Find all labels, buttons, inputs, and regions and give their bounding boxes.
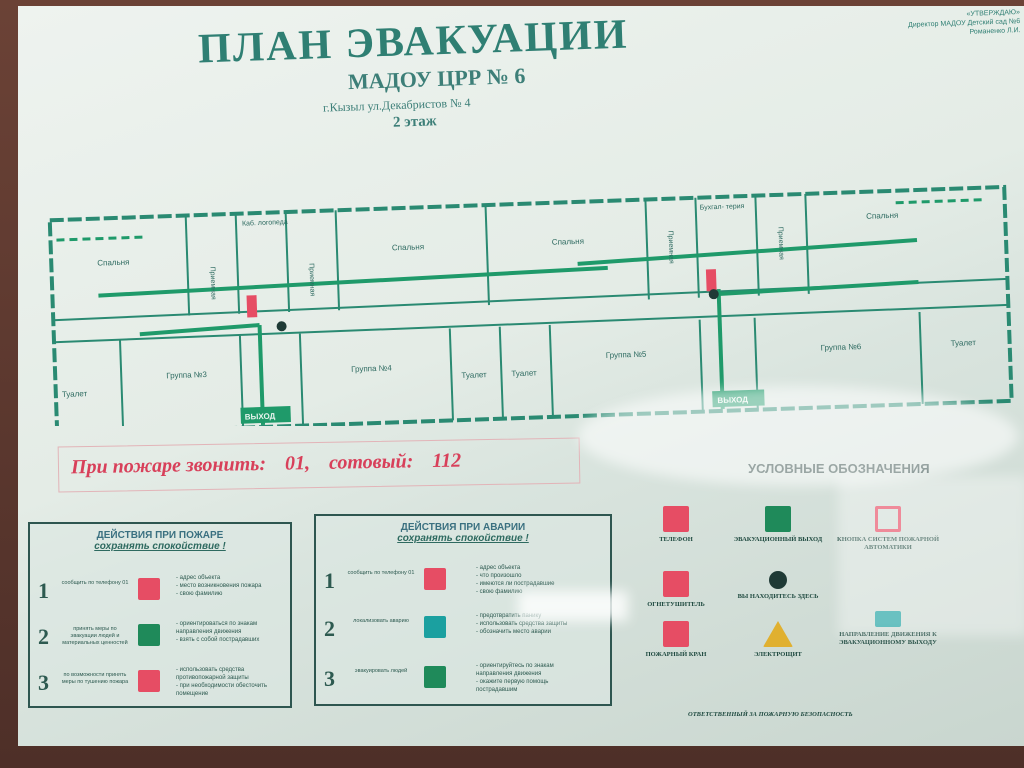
room-label: Группа №3 xyxy=(166,370,207,380)
floor-label: 2 этаж xyxy=(392,113,437,131)
step-number: 1 xyxy=(38,578,49,603)
approval-stamp: «УТВЕРЖДАЮ» Директор МАДОУ Детский сад №… xyxy=(907,8,1021,39)
action-step: 3 по возможности принять меры по тушению… xyxy=(30,662,290,712)
exit-label: ВЫХОД xyxy=(245,412,276,422)
step-text: - адрес объекта- что произошло- имеются … xyxy=(476,565,555,595)
outer-wall xyxy=(47,184,1014,426)
panel-subtitle: сохранять спокойствие ! xyxy=(94,541,226,552)
hazard-icon xyxy=(424,616,446,638)
legend-item: КНОПКА СИСТЕМ ПОЖАРНОЙ АВТОМАТИКИ xyxy=(828,506,948,552)
exit-sign-icon xyxy=(138,624,160,646)
room-label: Туалет xyxy=(62,389,88,399)
legend-item: ЭЛЕКТРОЩИТ xyxy=(718,621,838,659)
step-label: сообщить по телефону 01 xyxy=(61,580,129,586)
step-label: принять меры по эвакуации людей и матери… xyxy=(62,626,128,646)
step-number: 1 xyxy=(324,568,335,593)
exit-sign-icon xyxy=(424,666,446,688)
fire-extinguisher-icon xyxy=(138,670,160,692)
fire-hydrant-icon xyxy=(663,621,689,647)
panel-subtitle: сохранять спокойствие ! xyxy=(397,533,529,544)
room-label: Группа №5 xyxy=(606,350,647,360)
panel-title: ДЕЙСТВИЯ ПРИ АВАРИИ xyxy=(400,522,526,533)
phone-icon xyxy=(138,578,160,600)
room-label: Группа №6 xyxy=(821,342,862,352)
room-label: Туалет xyxy=(461,370,487,380)
evacuation-plan-sheet: ПЛАН ЭВАКУАЦИИ МАДОУ ЦРР № 6 г.Кызыл ул.… xyxy=(18,6,1024,746)
room-label: Приемная xyxy=(667,231,675,265)
emergency-exit-icon xyxy=(765,506,791,532)
mobile-number: 112 xyxy=(432,449,462,473)
legend-item: НАПРАВЛЕНИЕ ДВИЖЕНИЯ К ЭВАКУАЦИОННОМУ ВЫ… xyxy=(828,611,948,647)
you-are-here-icon xyxy=(708,289,719,300)
action-step: 1 сообщить по телефону 01 - адрес объект… xyxy=(316,560,610,610)
alarm-button-icon xyxy=(875,506,901,532)
direction-arrow-icon xyxy=(875,611,901,627)
phone-icon xyxy=(424,568,446,590)
exit-label: ВЫХОД xyxy=(717,395,748,405)
room-label: Спальня xyxy=(552,237,584,247)
room-label: Спальня xyxy=(97,258,129,268)
room-label: Приемная xyxy=(208,267,216,301)
step-number: 2 xyxy=(324,616,335,641)
room-label: Группа №4 xyxy=(351,363,392,373)
action-step: 1 сообщить по телефону 01 - адрес объект… xyxy=(30,570,290,620)
evacuation-route xyxy=(98,238,919,426)
you-are-here-icon xyxy=(769,571,787,589)
legend-item: ПОЖАРНЫЙ КРАН xyxy=(616,621,736,659)
room-label: Спальня xyxy=(392,242,424,252)
room-label: Приемная xyxy=(776,227,784,261)
electrical-panel-icon xyxy=(763,621,793,647)
step-label: эвакуировать людей xyxy=(354,668,408,674)
legend-item: ОГНЕТУШИТЕЛЬ xyxy=(616,571,736,609)
step-label: сообщить по телефону 01 xyxy=(347,570,415,576)
legend-title: УСЛОВНЫЕ ОБОЗНАЧЕНИЯ xyxy=(748,461,930,476)
action-step: 2 локализовать аварию - предотвратить па… xyxy=(316,608,610,658)
fire-actions-panel: ДЕЙСТВИЯ ПРИ ПОЖАРЕ сохранять спокойстви… xyxy=(28,522,292,708)
step-label: по возможности принять меры по тушению п… xyxy=(61,672,129,685)
fire-extinguisher-icon xyxy=(705,269,717,292)
floor-plan: Спальня Приемная Каб. логопеда Приемная … xyxy=(47,184,1014,426)
action-step: 3 эвакуировать людей - ориентируйтесь по… xyxy=(316,658,610,708)
room-label: Каб. логопеда xyxy=(242,218,288,228)
room-label: Туалет xyxy=(511,368,537,378)
fire-phone-number: 01, xyxy=(284,452,311,475)
fire-phone-banner: При пожаре звонить: 01, сотовый: 112 xyxy=(57,437,581,493)
fire-phone-label: При пожаре звонить: xyxy=(70,452,267,479)
step-text: - предотвратить панику- использовать сре… xyxy=(476,613,568,635)
step-label: локализовать аварию xyxy=(353,618,409,624)
organization-name: МАДОУ ЦРР № 6 xyxy=(347,62,526,95)
room-label: Бухгал- терия xyxy=(700,203,745,212)
responsible-person: ОТВЕТСТВЕННЫЙ ЗА ПОЖАРНУЮ БЕЗОПАСНОСТЬ xyxy=(688,711,853,718)
step-number: 3 xyxy=(324,666,335,691)
plan-title: ПЛАН ЭВАКУАЦИИ xyxy=(197,11,630,73)
legend-item: ТЕЛЕФОН xyxy=(616,506,736,544)
room-label: Приемная xyxy=(307,263,315,297)
room-label: Спальня xyxy=(866,211,898,221)
accident-actions-panel: ДЕЙСТВИЯ ПРИ АВАРИИ сохранять спокойстви… xyxy=(314,514,612,706)
step-number: 3 xyxy=(38,670,49,695)
exit-sign-left xyxy=(240,406,291,424)
mobile-label: сотовый: xyxy=(328,450,414,474)
legend-item: ВЫ НАХОДИТЕСЬ ЗДЕСЬ xyxy=(718,571,838,601)
step-number: 2 xyxy=(38,624,49,649)
legend-item: ЭВАКУАЦИОННЫЙ ВЫХОД xyxy=(718,506,838,544)
step-text: - адрес объекта- место возникновения пож… xyxy=(176,575,262,597)
room-label: Туалет xyxy=(950,338,976,348)
address: г.Кызыл ул.Декабристов № 4 xyxy=(322,95,471,115)
fire-extinguisher-icon xyxy=(246,295,258,318)
you-are-here-icon xyxy=(276,321,287,332)
action-step: 2 принять меры по эвакуации людей и мате… xyxy=(30,616,290,666)
phone-icon xyxy=(663,506,689,532)
panel-title: ДЕЙСТВИЯ ПРИ ПОЖАРЕ xyxy=(96,530,224,541)
fire-extinguisher-icon xyxy=(663,571,689,597)
